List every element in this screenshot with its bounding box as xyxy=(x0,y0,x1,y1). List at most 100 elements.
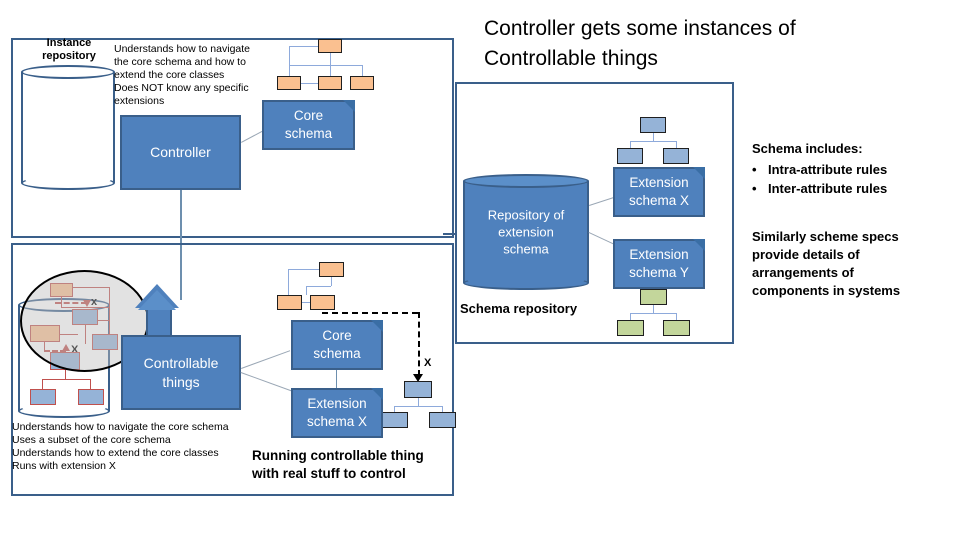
tree-connector xyxy=(289,65,362,67)
extension-schema-x-box-repo-label: Extension schema X xyxy=(628,175,690,208)
repository-cylinder-label: Repository of extension schema xyxy=(487,207,565,257)
tree-node-child-2-orange-bottom xyxy=(310,295,335,310)
tree-node-root-green xyxy=(640,289,667,305)
inner-connector xyxy=(65,370,67,379)
slide-title-line2: Controllable things xyxy=(484,47,658,70)
extension-schema-x-box-bottom-label: Extension schema X xyxy=(306,396,368,429)
tree-node-child-2-orange xyxy=(318,76,342,90)
inner-node-blue-leaf-2 xyxy=(78,389,104,405)
tree-node-root-blue-repo xyxy=(640,117,666,133)
core-schema-box-top[interactable]: Core schema xyxy=(262,100,355,150)
folded-corner-icon xyxy=(693,239,705,251)
tree-connector xyxy=(676,313,678,320)
extension-schema-x-box-repo[interactable]: Extension schema X xyxy=(613,167,705,217)
controller-box-label: Controller xyxy=(150,144,211,160)
controllable-things-panel xyxy=(11,243,454,496)
tree-connector xyxy=(394,406,396,412)
similarly-note-line-0: Similarly scheme specs xyxy=(752,229,899,244)
tree-node-child-1-blue-bottom xyxy=(381,412,408,428)
tree-connector xyxy=(676,141,678,148)
extension-link-x-marker: X xyxy=(424,357,432,369)
tree-node-child-1-blue-repo xyxy=(617,148,643,164)
controller-note-line-2: extend the core classes xyxy=(114,69,225,81)
cylinder-body xyxy=(463,181,589,283)
controllable-note-line-0: Understands how to navigate the core sch… xyxy=(12,421,229,433)
tree-connector xyxy=(330,65,332,76)
controller-to-controllable-line xyxy=(180,190,182,300)
controllable-note-line-1: Uses a subset of the core schema xyxy=(12,434,171,446)
bullet-icon: • xyxy=(752,181,757,196)
tree-node-root-orange xyxy=(318,39,342,53)
controllable-things-box[interactable]: Controllable things xyxy=(121,335,241,410)
core-schema-box-bottom-label: Core schema xyxy=(313,328,361,361)
tree-connector xyxy=(630,313,632,320)
similarly-note-line-3: components in systems xyxy=(752,283,901,298)
tree-connector xyxy=(306,286,331,288)
cylinder-top xyxy=(21,65,115,79)
folded-corner-icon xyxy=(371,320,383,332)
extension-schema-repository-cylinder[interactable]: Repository of extension schema xyxy=(463,174,589,290)
instance-repository-label-line1: Instance xyxy=(46,37,92,49)
panel-link-connector xyxy=(443,233,457,235)
schema-repository-panel xyxy=(455,82,734,344)
controllable-note-line-3: Runs with extension X xyxy=(12,460,116,472)
tree-connector xyxy=(630,141,676,143)
tree-connector xyxy=(288,269,319,271)
tree-connector xyxy=(362,65,364,76)
tree-node-child-3-orange xyxy=(350,76,374,90)
tree-connector xyxy=(394,406,442,408)
schema-includes-list: • Intra-attribute rules • Inter-attribut… xyxy=(752,160,952,198)
tree-node-child-2-blue-repo xyxy=(663,148,689,164)
inner-connector xyxy=(42,379,44,389)
schema-includes-item-1: Inter-attribute rules xyxy=(768,181,888,196)
tree-node-child-1-orange-bottom xyxy=(277,295,302,310)
controller-note-line-0: Understands how to navigate xyxy=(114,43,251,55)
tree-connector xyxy=(302,302,310,304)
tree-connector xyxy=(289,46,318,48)
tree-connector xyxy=(630,313,676,315)
instance-repository-cylinder xyxy=(21,65,115,190)
tree-node-child-2-blue-bottom xyxy=(429,412,456,428)
core-schema-box-top-label: Core schema xyxy=(284,108,333,141)
extension-schema-y-box-repo[interactable]: Extension schema Y xyxy=(613,239,705,289)
inner-connector xyxy=(42,379,90,381)
schema-includes-heading: Schema includes: xyxy=(752,141,863,156)
extension-link-dashed-horizontal xyxy=(322,312,418,314)
similarly-note-line-1: provide details of xyxy=(752,247,860,262)
similarly-note-line-2: arrangements of xyxy=(752,265,854,280)
tree-connector xyxy=(330,53,332,65)
tree-node-child-2-green xyxy=(663,320,690,336)
folded-corner-icon xyxy=(371,388,383,400)
core-to-extension-connector xyxy=(336,370,338,389)
tree-node-child-1-orange xyxy=(277,76,301,90)
inner-node-blue-leaf-1 xyxy=(30,389,56,405)
controller-note-line-3: Does NOT know any specific xyxy=(114,82,249,94)
controller-panel xyxy=(11,38,454,238)
inner-connector xyxy=(90,379,92,389)
controller-note-line-1: the core schema and how to xyxy=(114,56,246,68)
tree-connector xyxy=(630,141,632,148)
list-item: • Inter-attribute rules xyxy=(752,179,952,198)
extension-schema-x-box-bottom[interactable]: Extension schema X xyxy=(291,388,383,438)
up-arrow-head-outline xyxy=(138,290,176,310)
controllable-things-box-label: Controllable things xyxy=(143,354,219,390)
tree-connector xyxy=(653,305,655,313)
folded-corner-icon xyxy=(693,167,705,179)
cylinder-bottom xyxy=(21,176,115,190)
instance-repository-label-line2: repository xyxy=(42,50,96,62)
list-item: • Intra-attribute rules xyxy=(752,160,952,179)
schema-includes-item-0: Intra-attribute rules xyxy=(768,162,888,177)
core-schema-box-bottom[interactable]: Core schema xyxy=(291,320,383,370)
schema-repository-label: Schema repository xyxy=(460,301,578,316)
bullet-icon: • xyxy=(752,162,757,177)
controller-box[interactable]: Controller xyxy=(120,115,241,190)
tree-connector xyxy=(653,133,655,141)
cylinder-top xyxy=(463,174,589,188)
tree-node-child-1-green xyxy=(617,320,644,336)
tree-connector xyxy=(418,398,420,406)
tree-connector xyxy=(306,286,308,295)
tree-connector xyxy=(331,277,333,286)
extension-link-arrowhead xyxy=(413,374,423,382)
tree-connector xyxy=(289,46,291,65)
folded-corner-icon xyxy=(343,100,355,112)
